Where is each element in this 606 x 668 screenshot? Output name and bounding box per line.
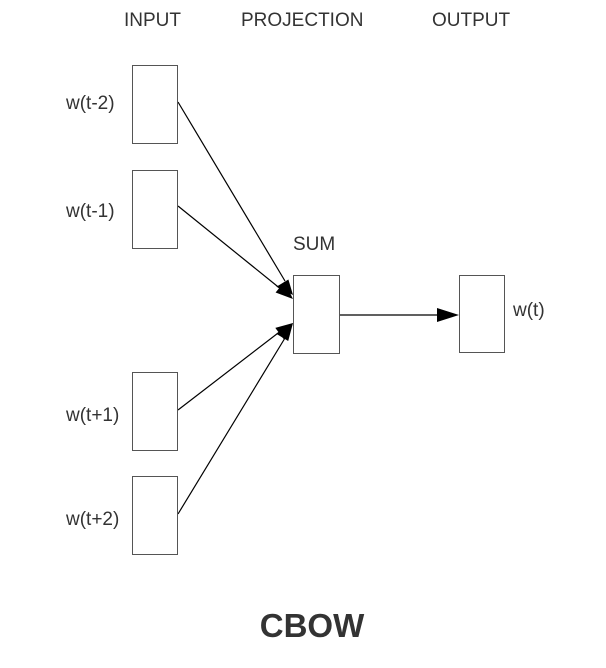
connector-w-t-minus-1-to-sum (177, 205, 283, 291)
arrowhead-from-w-t-plus-2 (276, 323, 293, 341)
header-projection: PROJECTION (241, 10, 363, 31)
connector-w-t-plus-2-to-sum (177, 337, 286, 515)
input-label-w-t-minus-2: w(t-2) (65, 93, 115, 114)
projection-sum-box (293, 275, 340, 354)
diagram-title: CBOW (260, 607, 365, 644)
input-box-w-t-minus-1 (132, 170, 178, 249)
projection-label: SUM (293, 234, 335, 255)
arrowhead-to-output (437, 308, 459, 322)
input-label-w-t-minus-1: w(t-1) (65, 201, 115, 222)
output-label: w(t) (512, 300, 545, 321)
input-box-w-t-minus-2 (132, 65, 178, 144)
arrowhead-from-w-t-minus-1 (275, 281, 293, 299)
input-box-w-t-plus-1 (132, 372, 178, 451)
connector-w-t-minus-2-to-sum (177, 101, 286, 282)
input-label-w-t-plus-2: w(t+2) (65, 509, 119, 530)
header-input: INPUT (124, 10, 181, 31)
input-label-w-t-plus-1: w(t+1) (65, 405, 119, 426)
input-box-w-t-plus-2 (132, 476, 178, 555)
connector-w-t-plus-1-to-sum (177, 329, 283, 411)
output-box (459, 275, 505, 353)
header-output: OUTPUT (432, 10, 511, 31)
